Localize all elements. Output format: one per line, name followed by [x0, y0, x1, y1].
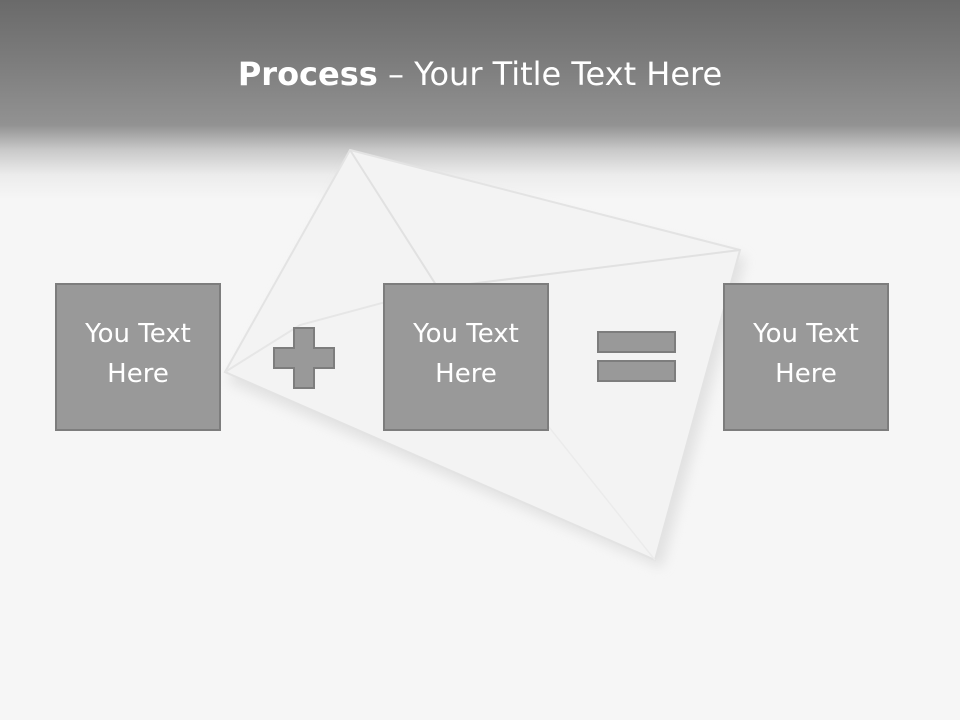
- process-box-3-text: You Text Here: [753, 319, 859, 389]
- slide-title-rest: – Your Title Text Here: [377, 55, 723, 93]
- equals-icon: [597, 331, 676, 382]
- process-box-1: You Text Here: [55, 283, 221, 431]
- plus-icon: [273, 327, 335, 389]
- header-band: [0, 0, 960, 200]
- process-box-2-text: You Text Here: [413, 319, 519, 389]
- process-box-1-text: You Text Here: [85, 319, 191, 389]
- slide-title: Process – Your Title Text Here: [0, 52, 960, 96]
- process-box-3: You Text Here: [723, 283, 889, 431]
- process-box-2: You Text Here: [383, 283, 549, 431]
- slide-title-bold: Process: [237, 55, 378, 93]
